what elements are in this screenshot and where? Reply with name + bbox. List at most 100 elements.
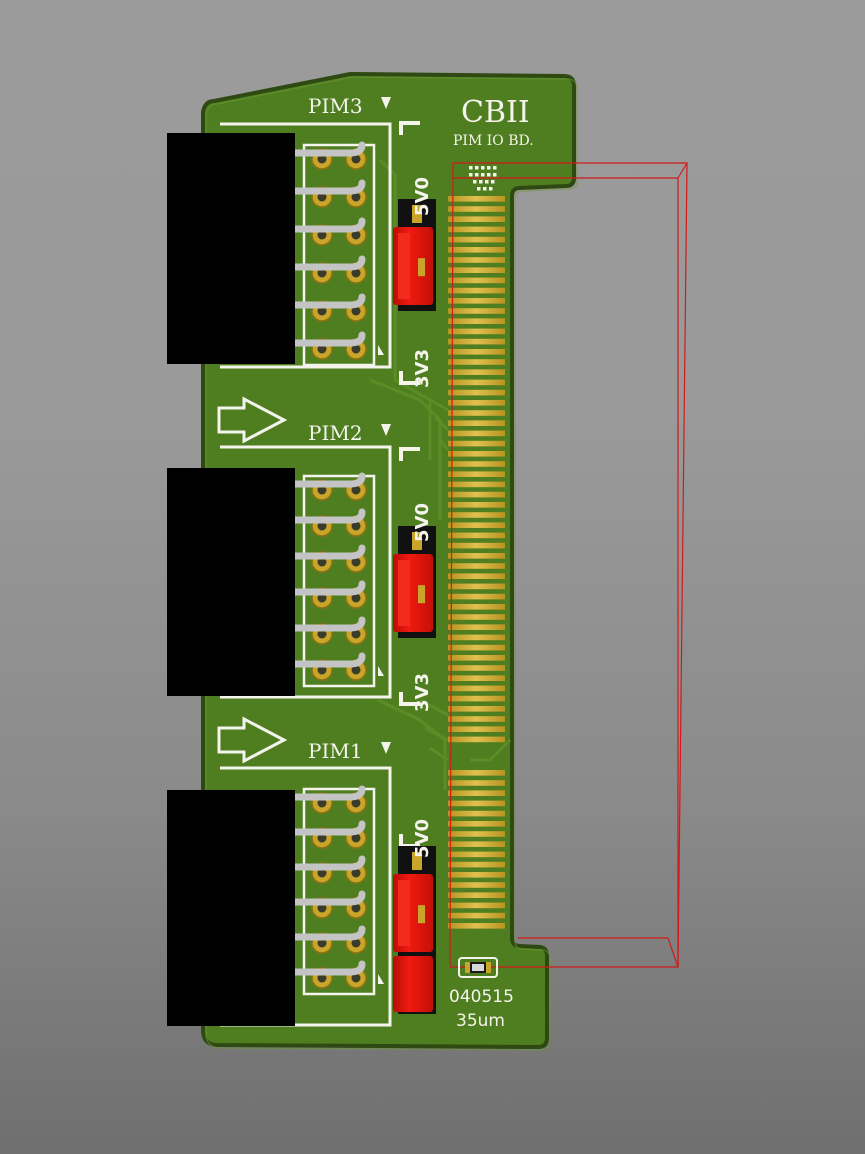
edge-finger-pad [448, 726, 505, 732]
edge-finger-pad [448, 196, 505, 202]
edge-finger-pad [448, 604, 505, 610]
edge-finger-pad [448, 655, 505, 661]
edge-finger-pad [448, 206, 505, 212]
edge-finger-pad [448, 451, 505, 457]
edge-finger-pad [448, 430, 505, 437]
edge-finger-pad [448, 277, 505, 284]
edge-finger-pad [448, 685, 505, 692]
edge-finger-pad [448, 716, 505, 722]
edge-finger-pad [448, 593, 505, 600]
edge-finger-pad [448, 369, 505, 375]
header-pin [288, 855, 366, 871]
edge-finger-pad [448, 400, 505, 406]
edge-finger-pad [448, 892, 505, 898]
edge-finger-pad [448, 902, 505, 909]
edge-finger-pad [448, 644, 505, 651]
edge-finger-pad [448, 420, 505, 426]
header-label: PIM1 [308, 739, 363, 763]
edge-finger-pad [448, 328, 505, 335]
header-pin [288, 217, 366, 233]
edge-finger-pad [448, 471, 505, 477]
connector-outline [449, 162, 688, 968]
edge-finger-pad [448, 706, 505, 712]
voltage-label-5v0: 5V0 [412, 177, 433, 216]
pin1-marker-icon [381, 742, 391, 754]
edge-finger-pad [448, 780, 505, 786]
header-pin [288, 580, 366, 596]
edge-finger-pad [448, 481, 505, 488]
header-pin [288, 179, 366, 195]
voltage-label-3v3: 3V3 [412, 349, 433, 388]
edge-finger-pad [448, 665, 505, 671]
edge-finger-pad [448, 553, 505, 559]
edge-finger-pad [448, 573, 505, 579]
edge-finger-pad [448, 236, 505, 243]
edge-finger-pad [448, 821, 505, 827]
header-pin [288, 508, 366, 524]
edge-finger-pad [448, 912, 505, 919]
edge-finger-pad [448, 614, 505, 620]
header-label: PIM2 [308, 421, 363, 445]
edge-finger-pad [448, 542, 505, 549]
edge-finger-pad [448, 379, 505, 386]
header-label: PIM3 [308, 94, 363, 118]
right-angle-connector [167, 790, 295, 1026]
edge-finger-pad [448, 267, 505, 273]
edge-finger-pad [448, 563, 505, 569]
edge-finger-pad [448, 216, 505, 222]
date-code: 040515 [449, 987, 514, 1007]
header-block-pim2: PIM2 5V0 3V3 [167, 396, 436, 712]
edge-connector-fingers [448, 196, 505, 929]
right-angle-connector [167, 468, 295, 696]
header-block-pim1: PIM1 5V0 [167, 716, 436, 1027]
header-pin [288, 785, 366, 801]
edge-finger-pad [448, 810, 505, 817]
edge-finger-pad [448, 841, 505, 847]
edge-finger-pad [448, 522, 505, 528]
edge-finger-pad [448, 461, 505, 467]
edge-finger-pad [448, 226, 505, 233]
edge-finger-pad [448, 298, 505, 304]
edge-finger-pad [448, 861, 505, 868]
edge-finger-pad [448, 790, 505, 796]
edge-finger-pad [448, 308, 505, 314]
header-pin [288, 293, 366, 309]
header-pin [288, 544, 366, 560]
header-block-pim3: PIM3 5V0 3V3 [167, 94, 436, 388]
header-pin [288, 820, 366, 836]
header-pin [288, 890, 366, 906]
board-title: CBII [461, 95, 530, 130]
edge-finger-pad [448, 287, 505, 294]
header-pin [288, 255, 366, 271]
smd-resistor [458, 957, 498, 978]
edge-finger-pad [448, 512, 505, 518]
voltage-label-5v0: 5V0 [412, 819, 433, 858]
right-angle-connector [167, 133, 295, 364]
edge-finger-pad [448, 736, 505, 743]
edge-finger-pad [448, 882, 505, 888]
edge-finger-pad [448, 624, 505, 630]
edge-finger-pad [448, 440, 505, 447]
pcb-board-shade [205, 76, 578, 1051]
pin1-marker-icon [381, 424, 391, 436]
edge-finger-pad [448, 359, 505, 365]
edge-finger-pad [448, 247, 505, 253]
edge-finger-pad [448, 410, 505, 416]
direction-arrow-icon [217, 396, 288, 444]
edge-finger-pad [448, 872, 505, 878]
copper-weight: 35um [456, 1011, 505, 1031]
edge-finger-pad [448, 800, 505, 807]
header-pin [288, 141, 366, 157]
edge-finger-pad [448, 349, 505, 355]
header-pin [288, 616, 366, 632]
header-pin [288, 925, 366, 941]
direction-arrow-icon [217, 716, 288, 764]
board-subtitle: PIM IO BD. [453, 133, 534, 149]
voltage-label-5v0: 5V0 [412, 503, 433, 542]
voltage-label-3v3: 3V3 [412, 673, 433, 712]
edge-finger-pad [448, 831, 505, 837]
header-pin [288, 331, 366, 347]
edge-finger-pad [448, 695, 505, 702]
edge-finger-pad [448, 532, 505, 539]
